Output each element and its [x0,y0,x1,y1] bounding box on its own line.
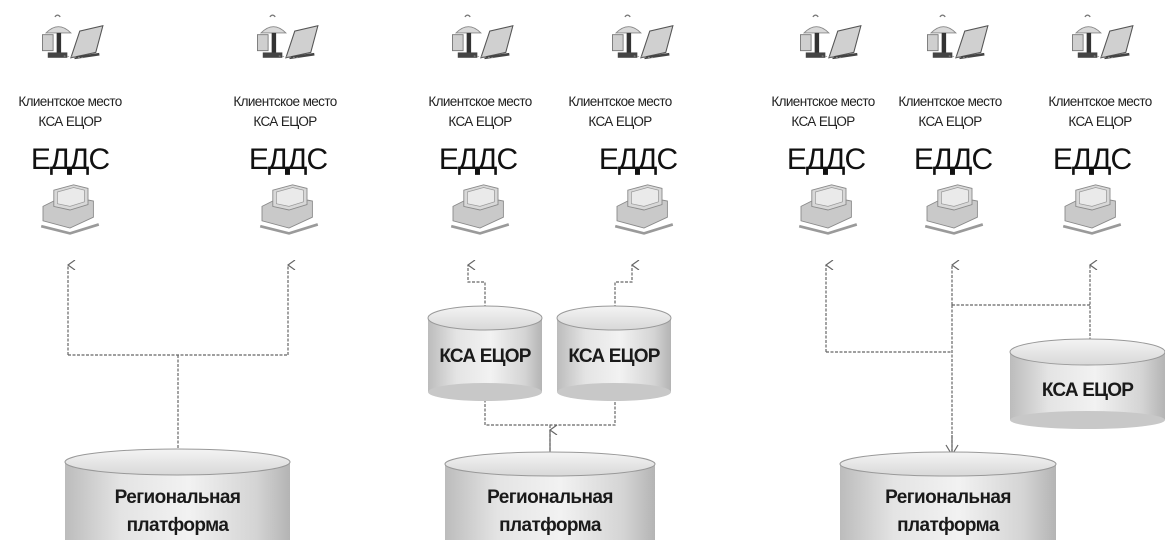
client-label: Клиентское место КСА ЕЦОР [0,92,140,132]
edds-label: ЕДДС [598,143,678,176]
client-label-line2: КСА ЕЦОР [1068,114,1132,129]
client-workstation-icon [255,13,320,60]
client-label-line1: Клиентское место [18,94,122,109]
computer-icon [923,183,985,235]
edds-label: ЕДДС [913,143,993,176]
regional-platform-line1: Региональная [885,487,1011,508]
regional-platform-cylinder [444,451,656,540]
ksa-cylinder [556,305,672,401]
variant-1-connections [39,13,320,540]
connector-line [68,354,288,455]
client-label-line2: КСА ЕЦОР [588,114,652,129]
client-workstation-icon [40,13,105,60]
regional-platform-line1: Региональная [487,487,613,508]
client-label-line2: КСА ЕЦОР [253,114,317,129]
computer-icon [258,183,320,235]
client-label: Клиентское место КСА ЕЦОР [885,92,1015,132]
client-label: Клиентское место КСА ЕЦОР [1035,92,1165,132]
regional-platform-cylinder [64,448,291,540]
regional-platform-label: Региональная платформа [840,484,1056,540]
edds-label: ЕДДС [438,143,518,176]
client-workstation-icon [450,13,515,60]
client-label-line1: Клиентское место [428,94,532,109]
client-label-line2: КСА ЕЦОР [918,114,982,129]
regional-platform-line2: платформа [126,515,229,536]
regional-platform-line2: платформа [499,515,601,536]
connector-line [614,265,632,308]
client-label-line1: Клиентское место [1048,94,1152,109]
connector-line [826,304,1090,353]
computer-icon [1061,183,1123,235]
variant-2-panel: Клиентское место КСА ЕЦОР Клиентское мес… [410,0,710,543]
client-label-line2: КСА ЕЦОР [448,114,512,129]
connector-line [468,265,486,308]
edds-label: ЕДДС [1052,143,1132,176]
regional-platform-line1: Региональная [114,487,241,508]
computer-icon [449,183,511,235]
edds-label: ЕДДС [786,143,866,176]
regional-platform-label: Региональная платформа [65,484,290,540]
variant-2-connections [427,13,675,540]
edds-label: ЕДДС [30,143,110,176]
client-workstation-icon [798,13,863,60]
variant-1-panel: Клиентское место КСА ЕЦОР Клиентское мес… [0,0,350,543]
variant-3-panel: Клиентское место КСА ЕЦОР Клиентское мес… [760,0,1165,543]
regional-platform-label: Региональная платформа [445,484,655,540]
edds-label: ЕДДС [248,143,328,176]
client-label-line1: Клиентское место [233,94,337,109]
client-label-line1: Клиентское место [568,94,672,109]
ksa-label: КСА ЕЦОР [568,346,660,367]
client-label: Клиентское место КСА ЕЦОР [410,92,550,132]
ksa-cylinder [427,305,543,401]
computer-icon [613,183,675,235]
ksa-label: КСА ЕЦОР [1041,380,1134,401]
ksa-label: КСА ЕЦОР [439,346,531,367]
regional-platform-cylinder [839,451,1057,540]
computer-icon [39,183,101,235]
regional-platform-line2: платформа [897,515,999,536]
client-label-line2: КСА ЕЦОР [38,114,102,129]
ksa-cylinder [1009,338,1165,429]
client-workstation-icon [610,13,675,60]
variant-3-connections [797,13,1165,540]
client-workstation-icon [1070,13,1135,60]
client-label-line1: Клиентское место [771,94,875,109]
client-label: Клиентское место КСА ЕЦОР [758,92,888,132]
client-label: Клиентское место КСА ЕЦОР [550,92,690,132]
computer-icon [797,183,859,235]
client-label: Клиентское место КСА ЕЦОР [215,92,355,132]
client-label-line2: КСА ЕЦОР [791,114,855,129]
client-workstation-icon [925,13,990,60]
client-label-line1: Клиентское место [898,94,1002,109]
